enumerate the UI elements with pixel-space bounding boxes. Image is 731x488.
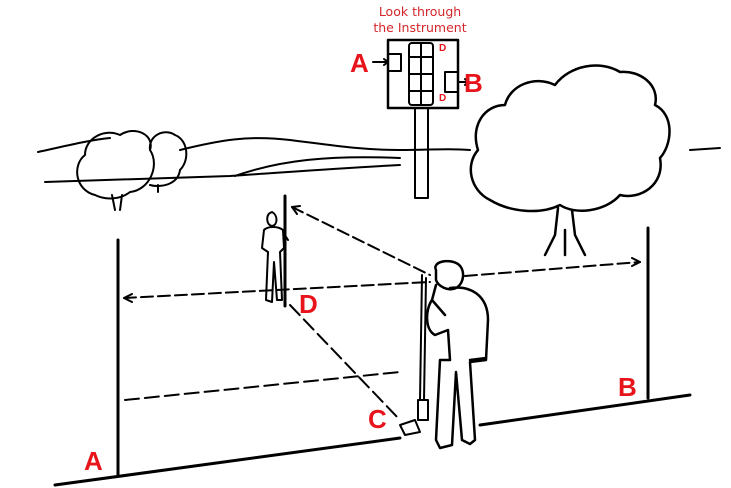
surveyor-figure [425, 259, 490, 450]
level-vial-a [387, 53, 402, 72]
instrument-caption: Look through the Instrument [350, 4, 490, 36]
level-vial-b [444, 71, 459, 93]
ground-line-back [124, 371, 401, 401]
sight-line-d [291, 206, 431, 276]
sight-tube-lines [408, 42, 434, 106]
sight-line-ab [123, 261, 641, 299]
line-d-to-c [289, 304, 401, 421]
hill-line [37, 137, 721, 183]
tree-left [76, 130, 155, 211]
label-inset-d-bottom: D [439, 93, 447, 104]
ground-line-front [53, 393, 692, 487]
instrument-post [414, 107, 429, 199]
instrument-staff [399, 274, 429, 436]
label-inset-b: B [464, 68, 483, 98]
tree-left-2 [148, 131, 188, 193]
arrow-b-inset [457, 78, 469, 86]
label-inset-a: A [350, 48, 369, 78]
caption-line-1: Look through [378, 4, 462, 19]
label-inset-d-top: D [439, 43, 447, 54]
assistant-figure [261, 211, 289, 303]
label-pole-d: D [299, 289, 318, 319]
caption-line-2: the Instrument [373, 20, 467, 35]
label-pole-b: B [618, 372, 637, 402]
label-point-c: C [368, 404, 387, 434]
arrow-head-d [291, 205, 301, 215]
tree-right [469, 64, 671, 257]
arrow-heads-ab [123, 257, 641, 303]
label-pole-a: A [84, 446, 103, 476]
arrow-a-inset [372, 58, 389, 66]
